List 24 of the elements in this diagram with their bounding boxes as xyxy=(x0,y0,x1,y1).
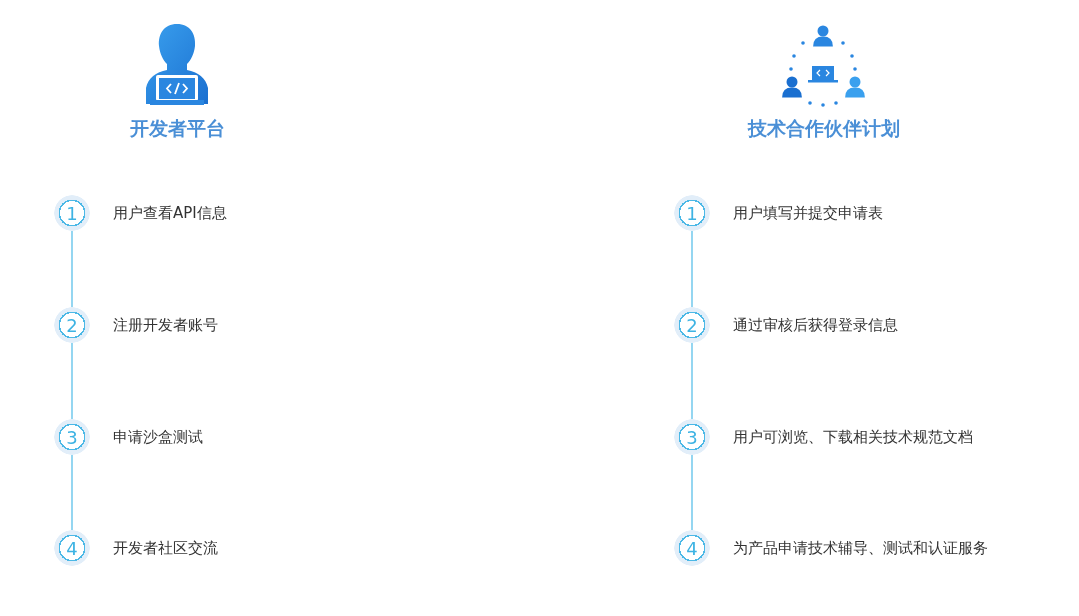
step-text: 注册开发者账号 xyxy=(113,315,218,335)
step-number-circle: 4 xyxy=(674,530,710,566)
step-number-circle: 2 xyxy=(674,307,710,343)
step-text: 用户填写并提交申请表 xyxy=(733,203,883,223)
section-heading: 技术合作伙伴计划 xyxy=(748,116,900,141)
step-number-circle: 1 xyxy=(54,195,90,231)
step-text: 用户可浏览、下载相关技术规范文档 xyxy=(733,427,973,447)
connector-line xyxy=(71,342,73,420)
section-heading: 开发者平台 xyxy=(129,116,225,141)
step-text: 为产品申请技术辅导、测试和认证服务 xyxy=(733,538,988,558)
step-text: 用户查看API信息 xyxy=(113,203,227,223)
step-text: 通过审核后获得登录信息 xyxy=(733,315,898,335)
step-number-circle: 4 xyxy=(54,530,90,566)
connector-line xyxy=(691,342,693,420)
step-text: 申请沙盒测试 xyxy=(113,427,203,447)
step-number-circle: 2 xyxy=(54,307,90,343)
connector-line xyxy=(71,230,73,308)
step-text: 开发者社区交流 xyxy=(113,538,218,558)
step-number-circle: 3 xyxy=(54,419,90,455)
step-number-circle: 3 xyxy=(674,419,710,455)
connector-line xyxy=(691,230,693,308)
step-number-circle: 1 xyxy=(674,195,710,231)
connector-line xyxy=(691,454,693,531)
connector-line xyxy=(71,454,73,531)
